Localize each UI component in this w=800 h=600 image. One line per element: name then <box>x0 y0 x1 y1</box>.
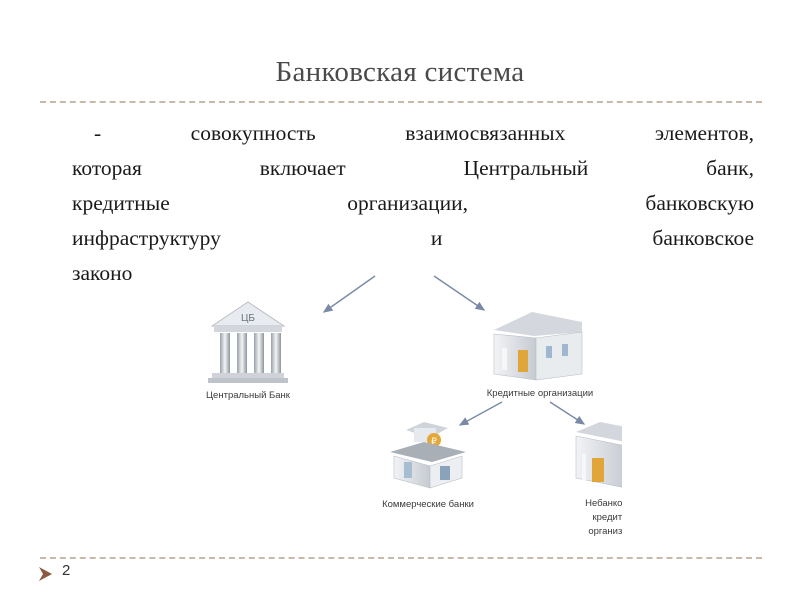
central-bank-icon: ЦБ <box>208 302 288 383</box>
nonbank-organizations-icon <box>576 422 622 488</box>
definition-line-2: которая включает Центральный банк, <box>72 151 754 186</box>
nonbank-label-line-2: кредитные <box>592 512 622 523</box>
credit-organizations-icon <box>494 312 582 380</box>
page-number: 2 <box>62 562 70 579</box>
central-bank-emblem: ЦБ <box>241 313 255 324</box>
arrow-to-credit-orgs <box>434 276 484 310</box>
credit-organizations-label: Кредитные организации <box>487 388 593 399</box>
commercial-banks-label: Коммерческие банки <box>382 499 474 510</box>
arrow-to-commercial-banks <box>460 402 502 425</box>
arrow-to-central-bank <box>324 276 375 312</box>
arrow-to-nonbank <box>550 402 584 424</box>
definition-line-3: кредитные организации, банковскую <box>72 186 754 221</box>
definition-line-4: инфраструктуру и банковское <box>72 221 754 256</box>
definition-line-1: - совокупность взаимосвязанных элементов… <box>72 116 754 151</box>
slide-bullet-arrow-icon <box>38 566 54 582</box>
nonbank-label-line-3: организации <box>588 526 622 537</box>
banking-diagram: ЦБ Центральный Банк Кредитные организаци… <box>162 262 622 548</box>
top-divider <box>40 101 762 103</box>
bottom-divider <box>40 557 762 559</box>
central-bank-label: Центральный Банк <box>206 390 291 401</box>
commercial-banks-icon: ₽ <box>390 422 466 488</box>
slide-title: Банковская система <box>0 56 800 89</box>
diagram-canvas: ЦБ Центральный Банк Кредитные организаци… <box>162 262 622 548</box>
nonbank-label-line-1: Небанковские <box>585 498 622 509</box>
